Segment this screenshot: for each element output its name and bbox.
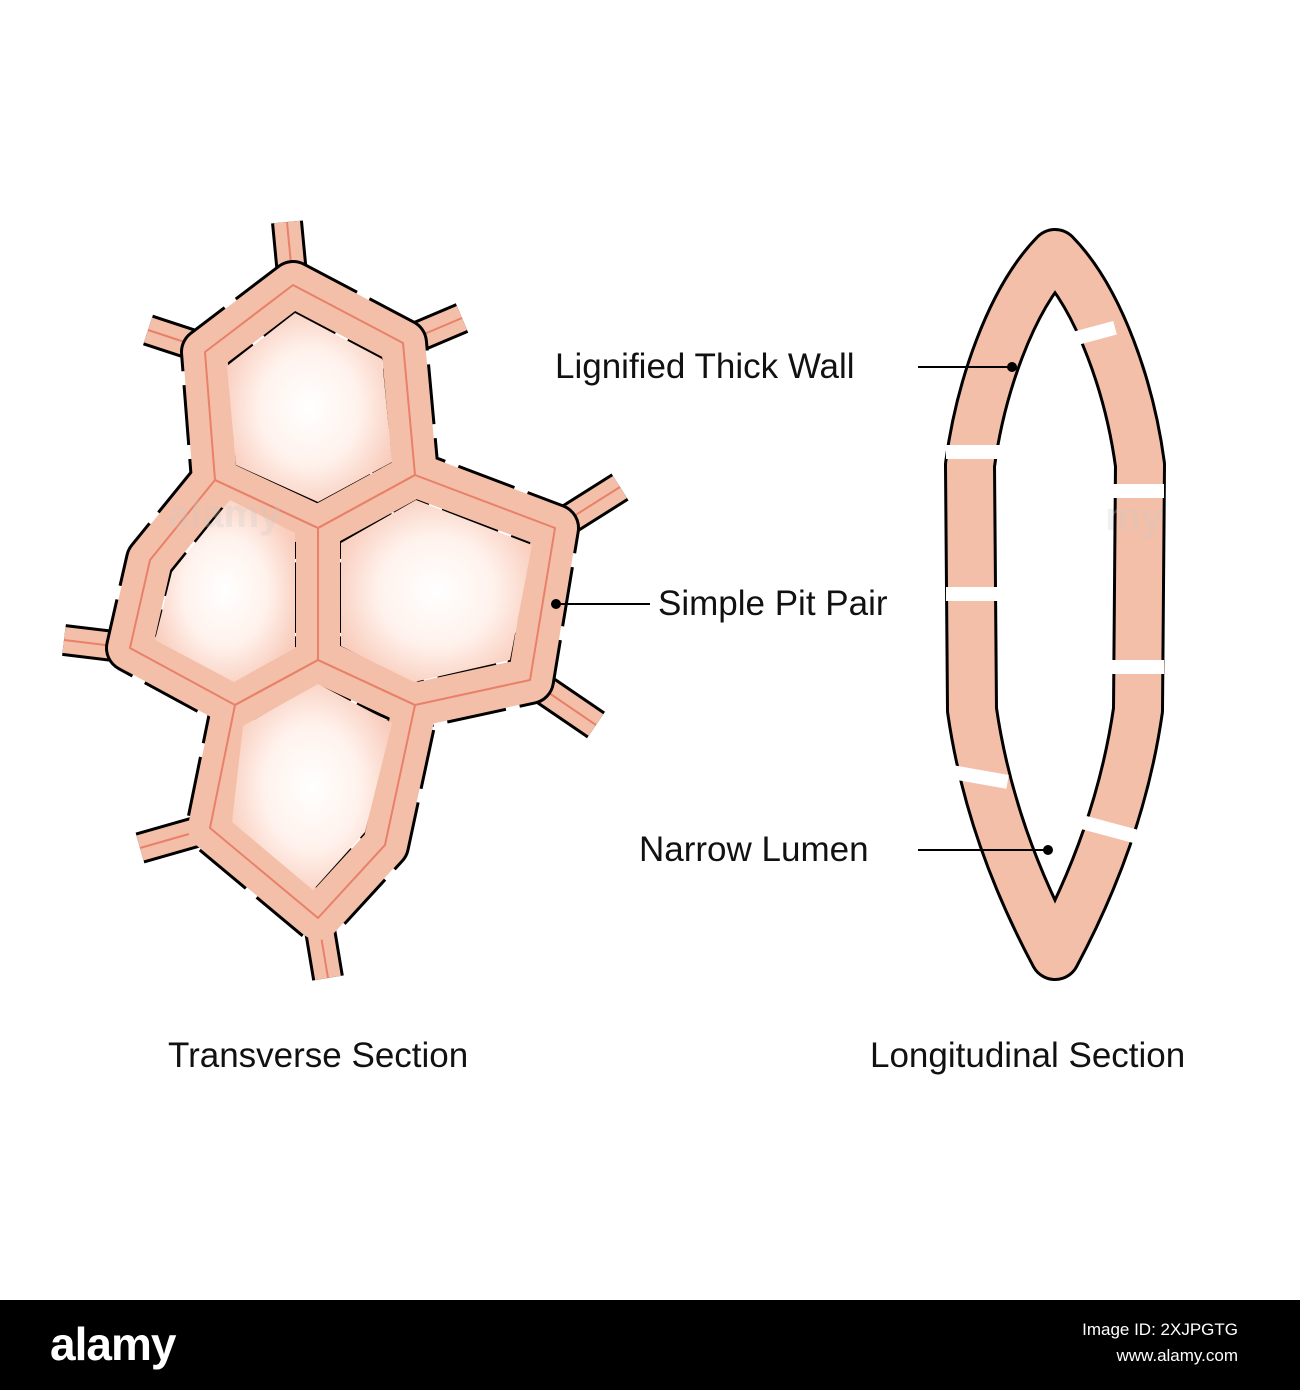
watermark-left: alamy [168,492,282,536]
sclerenchyma-diagram [62,220,1166,981]
alamy-logo[interactable]: alamy [50,1318,176,1370]
leader-dot-lignified-wall [1007,362,1017,372]
lumen-top [227,313,392,502]
fiber-wall [947,231,1163,978]
label-transverse-section: Transverse Section [168,1036,469,1075]
lumen-left [155,500,295,682]
label-narrow-lumen: Narrow Lumen [639,830,869,869]
footer-bar: alamy Image ID: 2XJPGTG www.alamy.com [0,1300,1300,1390]
leader-dot-narrow-lumen [1043,845,1053,855]
transverse-section-drawing [62,220,629,981]
label-longitudinal-section: Longitudinal Section [870,1036,1186,1075]
lumen-right [341,500,532,682]
image-id: Image ID: 2XJPGTG [1082,1320,1238,1339]
label-simple-pit-pair: Simple Pit Pair [658,584,888,623]
longitudinal-pits [946,320,1164,844]
watermark-right: my [1105,495,1163,539]
label-lignified-thick-wall: Lignified Thick Wall [555,347,855,386]
cell-lumens [155,313,532,890]
leader-dot-simple-pit-pair [551,599,561,609]
cell-walls [105,260,580,943]
site-url[interactable]: www.alamy.com [1116,1346,1238,1365]
lumen-bottom [232,684,392,890]
longitudinal-section-drawing [944,228,1166,981]
leader-lines [551,362,1053,855]
